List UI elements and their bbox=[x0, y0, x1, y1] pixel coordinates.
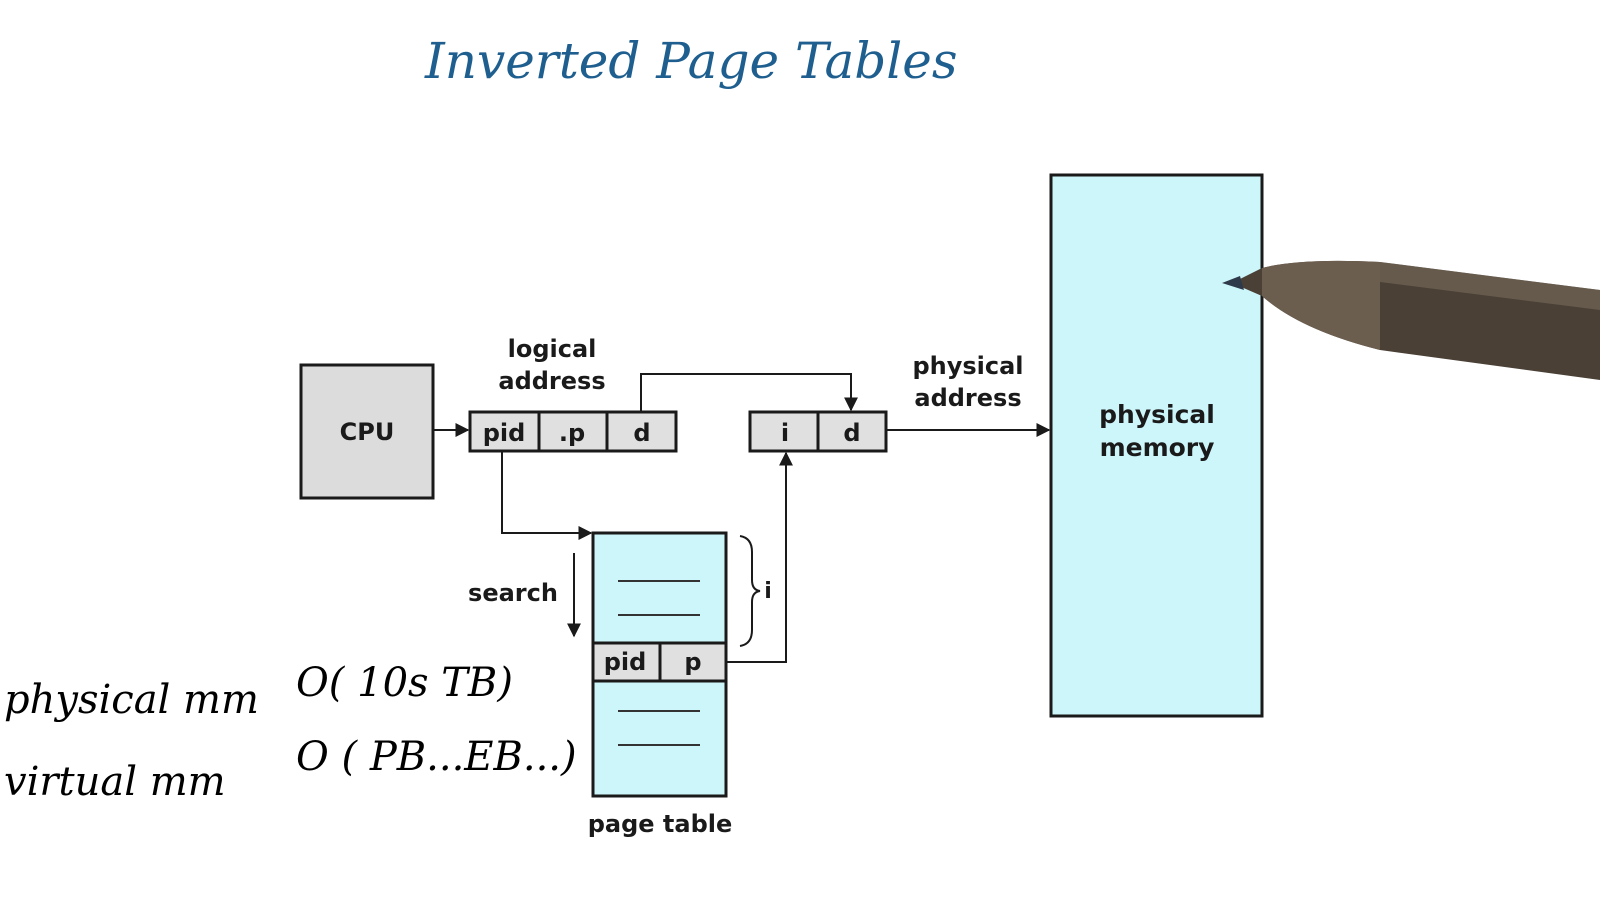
logical-field-pid: pid bbox=[483, 419, 526, 447]
entry-field-pid: pid bbox=[604, 648, 647, 676]
physical-address-caption-2: address bbox=[914, 384, 1021, 412]
note-physical-mm-order: O( 10s TB) bbox=[296, 660, 513, 706]
physical-address-register: i d bbox=[748, 410, 888, 453]
logical-address-caption-1: logical bbox=[508, 335, 597, 363]
index-brace bbox=[739, 535, 761, 647]
logical-field-p: .p bbox=[559, 419, 585, 447]
entry-index-arrow bbox=[726, 451, 793, 663]
physical-address-caption-1: physical bbox=[912, 352, 1023, 380]
note-physical-mm-name: physical mm bbox=[4, 677, 259, 723]
note-virtual-mm-name: virtual mm bbox=[4, 759, 226, 805]
note-virtual-mm-order: O ( PB...EB...) bbox=[296, 734, 577, 780]
entry-field-p: p bbox=[684, 648, 701, 676]
logical-address-caption-2: address bbox=[498, 367, 605, 395]
cpu-label: CPU bbox=[340, 418, 395, 446]
physical-memory-box: physical memory bbox=[1049, 173, 1264, 718]
offset-d-arrow bbox=[640, 373, 858, 412]
index-label: i bbox=[764, 579, 772, 604]
physical-memory-label-1: physical bbox=[1099, 400, 1215, 429]
cpu-box: CPU bbox=[299, 363, 435, 500]
physical-field-i: i bbox=[781, 419, 789, 447]
physical-memory-label-2: memory bbox=[1100, 433, 1215, 462]
page-table-label: page table bbox=[588, 810, 733, 838]
search-label: search bbox=[468, 579, 558, 607]
pen-icon bbox=[1222, 260, 1600, 380]
physical-field-d: d bbox=[843, 419, 860, 447]
logical-address-register: pid .p d bbox=[468, 410, 678, 453]
pid-to-page-table-arrow bbox=[501, 451, 593, 540]
logical-field-d: d bbox=[633, 419, 650, 447]
page-table: pid p bbox=[591, 531, 728, 798]
diagram-title: Inverted Page Tables bbox=[424, 32, 958, 90]
